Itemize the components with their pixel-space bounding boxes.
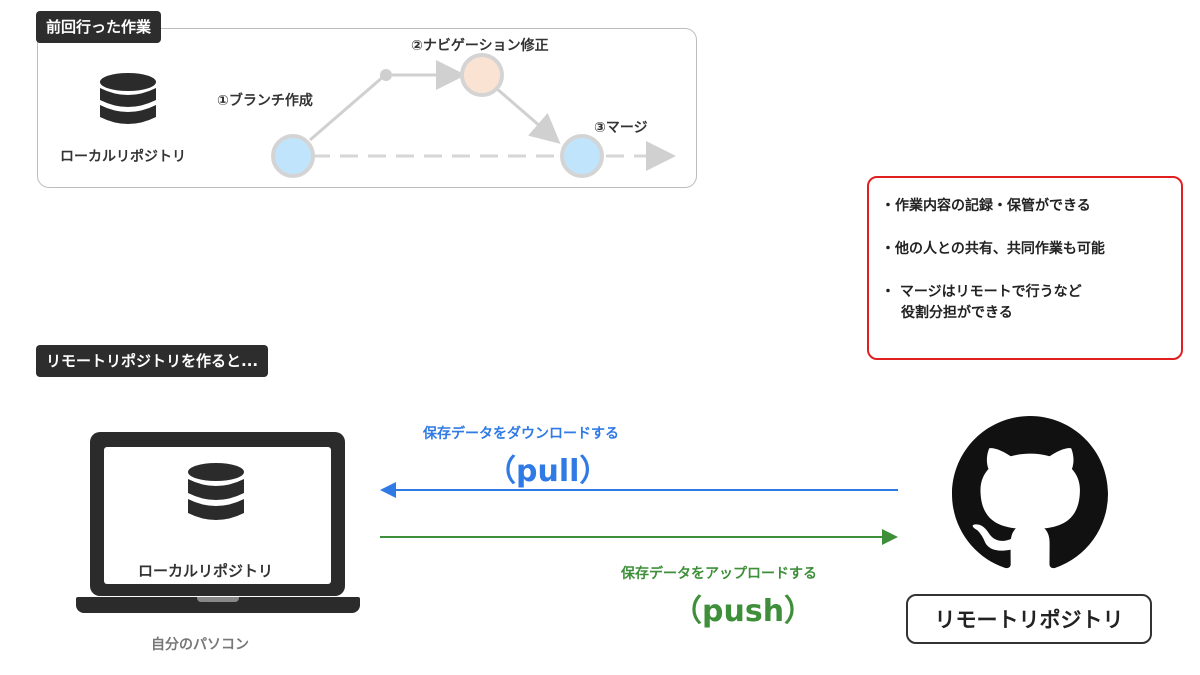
push-arrowhead: [882, 529, 898, 545]
database-icon: [188, 463, 244, 520]
step3-label: ③マージ: [594, 120, 648, 136]
branch-diagram: [271, 53, 676, 178]
transfer-arrows: [380, 482, 898, 545]
laptop-notch: [197, 597, 239, 602]
step2-label: ②ナビゲーション修正: [411, 38, 549, 54]
benefit-item: ・他の人との共有、共同作業も可能: [881, 241, 1105, 257]
push-label: （push）: [672, 594, 815, 629]
remote-section-tag: リモートリポジトリを作ると...: [36, 345, 269, 377]
github-icon: [952, 416, 1108, 569]
benefit-item: ・ マージはリモートで行うなど: [881, 284, 1082, 300]
laptop-base: [76, 597, 360, 613]
local-repo-label: ローカルリポジトリ: [60, 149, 186, 165]
pc-label: 自分のパソコン: [151, 637, 249, 653]
push-description: 保存データをアップロードする: [621, 566, 817, 582]
remote-repo-label: リモートリポジトリ: [906, 594, 1152, 644]
previous-work-tag: 前回行った作業: [36, 11, 162, 43]
start-commit-node: [271, 134, 315, 178]
branch-commit-node: [460, 53, 504, 97]
benefit-item: 役割分担ができる: [901, 305, 1013, 321]
benefits-box: ・作業内容の記録・保管ができる ・他の人との共有、共同作業も可能 ・ マージはリ…: [867, 176, 1183, 360]
database-icon: [100, 73, 156, 124]
merge-commit-node: [560, 134, 604, 178]
step1-label: ①ブランチ作成: [217, 93, 313, 109]
benefit-item: ・作業内容の記録・保管ができる: [881, 198, 1091, 214]
pull-label: （pull）: [486, 454, 610, 489]
laptop-repo-label: ローカルリポジトリ: [138, 562, 274, 580]
pull-description: 保存データをダウンロードする: [423, 426, 619, 442]
pull-arrowhead: [380, 482, 396, 498]
